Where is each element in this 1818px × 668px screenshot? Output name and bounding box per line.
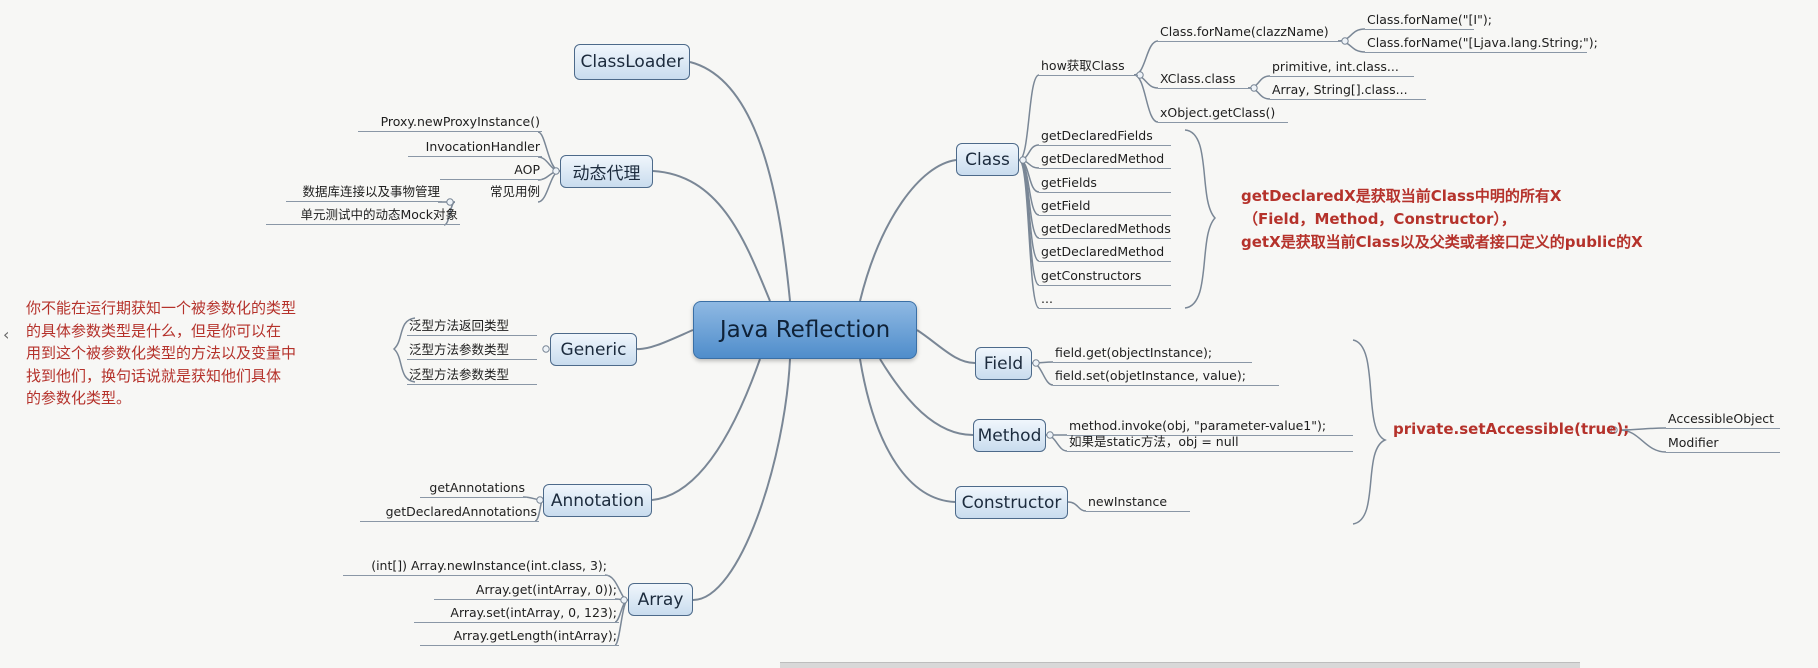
constructor-node[interactable]: Constructor — [955, 486, 1068, 519]
accessible-object: AccessibleObject — [1666, 411, 1780, 429]
dynamic-proxy-node[interactable]: 动态代理 — [560, 155, 653, 188]
method-item-static-note: 如果是static方法，obj = null — [1067, 434, 1353, 452]
class-note: getDeclaredX是获取当前Class中明的所有X （Field，Meth… — [1241, 185, 1643, 254]
link-dynamic-proxy — [652, 170, 771, 302]
class-node[interactable]: Class — [956, 143, 1019, 176]
common-uses-expander[interactable] — [446, 198, 454, 206]
array-item-newinstance: (int[]) Array.newInstance(int.class, 3); — [343, 558, 609, 576]
common-use-db-transaction: 数据库连接以及事物管理 — [286, 184, 442, 202]
annotation-node[interactable]: Annotation — [543, 484, 652, 517]
link-constructor-1 — [1067, 501, 1087, 512]
array-item-set: Array.set(intArray, 0, 123); — [414, 605, 619, 623]
proxy-item-aop: AOP — [440, 162, 542, 180]
class-method-getfield: getField — [1039, 198, 1171, 216]
class-forname-clazzname: Class.forName(clazzName) — [1158, 24, 1342, 42]
link-class-8 — [1018, 159, 1040, 309]
array-item-get: Array.get(intArray, 0)); — [434, 582, 619, 600]
class-expander[interactable] — [1019, 156, 1027, 164]
xobject-getclass: xObject.getClass() — [1158, 105, 1288, 123]
annotation-item-getdeclaredannotations: getDeclaredAnnotations — [360, 504, 539, 522]
chevron-left-icon[interactable]: ‹ — [3, 325, 10, 344]
field-item-get: field.get(objectInstance); — [1053, 345, 1252, 363]
method-item-invoke: method.invoke(obj, "parameter-value1"); — [1067, 418, 1353, 436]
class-method-ellipsis: ... — [1039, 291, 1171, 309]
link-generic — [636, 329, 694, 351]
generic-bracket — [392, 317, 416, 383]
generic-note: 你不能在运行期获知一个被参数化的类型 的具体参数类型是什么，但是你可以在 用到这… — [26, 297, 296, 410]
generic-note-line: 的参数化类型。 — [26, 389, 132, 407]
generic-note-line: 的具体参数类型是什么，但是你可以在 — [26, 321, 282, 340]
link-class-0 — [1018, 74, 1040, 161]
forname-expander[interactable] — [1341, 37, 1349, 45]
class-method-getconstructors: getConstructors — [1039, 268, 1171, 286]
class-method-getdeclaredfields: getDeclaredFields — [1039, 128, 1171, 146]
generic-item-param-type-1: 泛型方法参数类型 — [407, 342, 537, 360]
link-class — [859, 159, 957, 302]
class-method-getdeclaredmethods: getDeclaredMethods — [1039, 221, 1171, 239]
generic-item-param-type-2: 泛型方法参数类型 — [407, 367, 537, 385]
link-constructor — [859, 358, 956, 503]
link-field — [916, 329, 976, 364]
class-method-getfields: getFields — [1039, 175, 1171, 193]
horizontal-scrollbar[interactable] — [780, 662, 1580, 668]
class-note-line: getX是获取当前Class以及父类或者接口定义的public的X — [1241, 233, 1643, 251]
how-get-class: how获取Class — [1039, 58, 1138, 76]
xclass-primitive: primitive, int.class... — [1270, 59, 1414, 77]
classloader-node[interactable]: ClassLoader — [574, 44, 690, 80]
method-node[interactable]: Method — [973, 419, 1046, 452]
field-node[interactable]: Field — [975, 347, 1032, 380]
forname-int-array: Class.forName("[I"); — [1365, 12, 1492, 30]
proxy-common-uses-label: 常见用例 — [489, 184, 540, 199]
set-accessible-note: private.setAccessible(true); — [1393, 420, 1630, 438]
generic-note-line: 找到他们，换句话说就是获知他们具体 — [26, 366, 282, 385]
link-array — [692, 358, 791, 601]
xclass-array: Array, String[].class... — [1270, 82, 1426, 100]
generic-node[interactable]: Generic — [550, 333, 637, 366]
class-methods-bracket — [1184, 129, 1217, 309]
constructor-item-newinstance: newInstance — [1086, 494, 1190, 512]
class-method-getdeclaredmethod: getDeclaredMethod — [1039, 151, 1171, 169]
accessible-expander[interactable] — [1610, 426, 1618, 434]
link-annotation — [651, 358, 761, 501]
dynamic-proxy-expander[interactable] — [552, 167, 560, 175]
link-method — [879, 358, 974, 436]
field-expander[interactable] — [1032, 359, 1040, 367]
xclass-class: XClass.class — [1158, 71, 1252, 89]
class-note-line: （Field，Method，Constructor）， — [1243, 210, 1516, 228]
forname-string-array: Class.forName("[Ljava.lang.String;"); — [1365, 35, 1598, 53]
proxy-item-invocationhandler: InvocationHandler — [408, 139, 542, 157]
modifier: Modifier — [1666, 435, 1780, 453]
generic-expander[interactable] — [542, 345, 550, 353]
array-node[interactable]: Array — [628, 583, 693, 616]
generic-note-line: 你不能在运行期获知一个被参数化的类型 — [26, 299, 297, 317]
class-note-line: getDeclaredX是获取当前Class中明的所有X — [1241, 187, 1562, 205]
field-item-set: field.set(objetInstance, value); — [1053, 368, 1279, 386]
common-use-mock-object: 单元测试中的动态Mock对象 — [266, 207, 460, 225]
array-item-getlength: Array.getLength(intArray); — [420, 628, 619, 646]
method-expander[interactable] — [1046, 431, 1054, 439]
array-expander[interactable] — [620, 596, 628, 604]
field-method-constructor-bracket — [1352, 339, 1387, 525]
link-accessible-2 — [1619, 429, 1667, 453]
annotation-item-getannotations: getAnnotations — [420, 480, 527, 498]
proxy-item-newproxyinstance: Proxy.newProxyInstance() — [358, 114, 542, 132]
link-classloader — [689, 61, 791, 302]
generic-item-return-type: 泛型方法返回类型 — [407, 318, 537, 336]
center-node[interactable]: Java Reflection — [693, 301, 917, 359]
class-method-getdeclaredmethod-2: getDeclaredMethod — [1039, 244, 1171, 262]
generic-note-line: 用到这个被参数化类型的方法以及变量中 — [26, 344, 297, 362]
